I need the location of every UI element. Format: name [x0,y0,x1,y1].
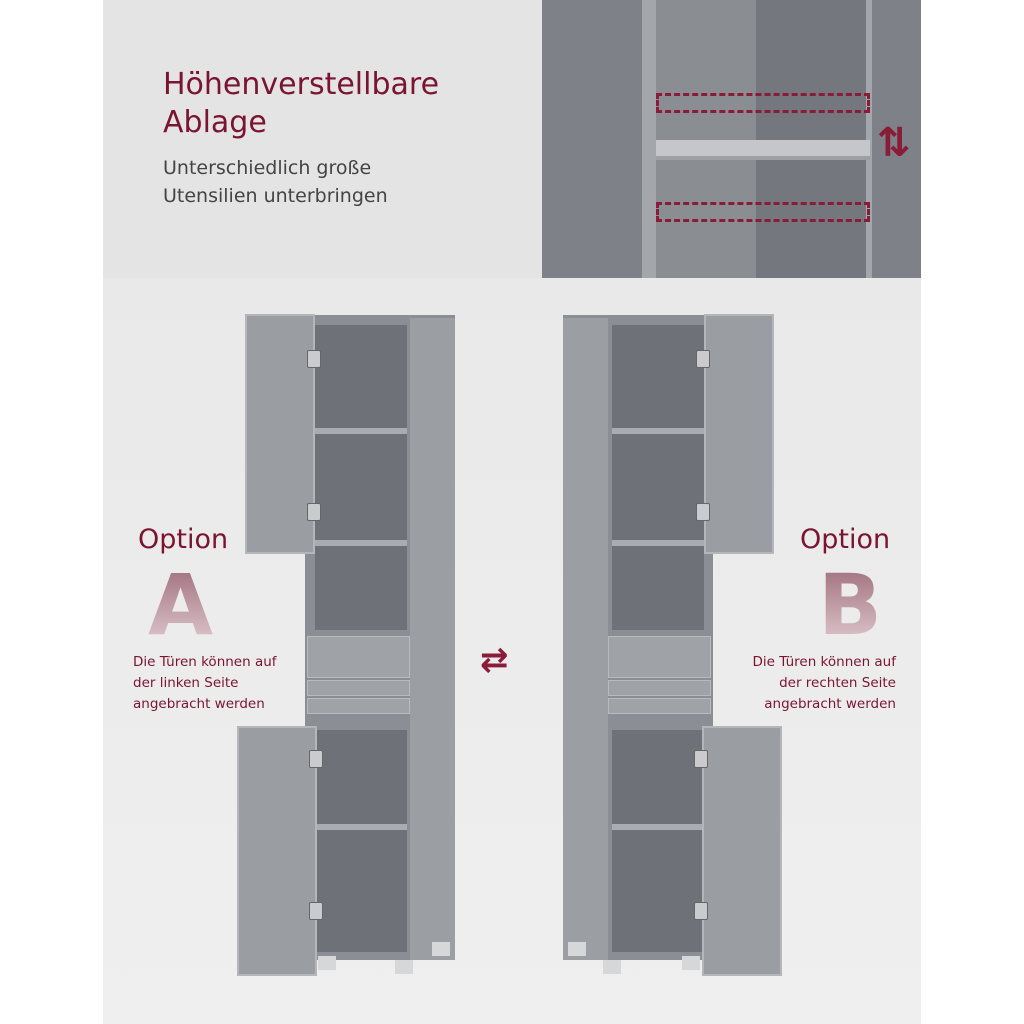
hinge-icon [309,902,323,920]
hinge-icon [694,750,708,768]
desc-line: angebracht werden [764,696,896,712]
feature-subtitle: Unterschiedlich große Utensilien unterbr… [163,154,388,210]
option-a-description: Die Türen können auf der linken Seite an… [133,652,277,715]
lower-door-left [237,726,317,976]
option-b-label: Option [800,524,890,555]
hinge-icon [307,503,321,521]
hinge-icon [696,503,710,521]
title-line-1: Höhenverstellbare [163,67,440,102]
hinge-icon [696,350,710,368]
desc-line: angebracht werden [133,696,265,712]
option-a-label: Option [138,524,228,555]
feature-title: Höhenverstellbare Ablage [163,66,439,142]
shelf-closeup-image: ⇅ [542,0,921,278]
title-line-2: Ablage [163,105,267,140]
hinge-icon [694,902,708,920]
desc-line: der linken Seite [133,675,239,691]
up-down-arrows-icon: ⇅ [877,120,911,166]
hinge-icon [309,750,323,768]
swap-arrows-icon: ⇄ [480,640,509,680]
desc-line: Die Türen können auf [752,654,896,670]
upper-door-right [704,314,774,554]
hinge-icon [307,350,321,368]
option-b-description: Die Türen können auf der rechten Seite a… [752,652,896,715]
subtitle-line-2: Utensilien unterbringen [163,185,388,207]
subtitle-line-1: Unterschiedlich große [163,157,372,179]
option-b-letter: B [818,556,883,654]
desc-line: der rechten Seite [779,675,896,691]
option-a-text: Option [138,524,229,555]
bottom-panel [103,278,921,1024]
option-b-text: Option [800,524,891,555]
lower-door-right [702,726,782,976]
desc-line: Die Türen können auf [133,654,277,670]
upper-door-left [245,314,315,554]
option-a-letter: A [148,556,214,654]
